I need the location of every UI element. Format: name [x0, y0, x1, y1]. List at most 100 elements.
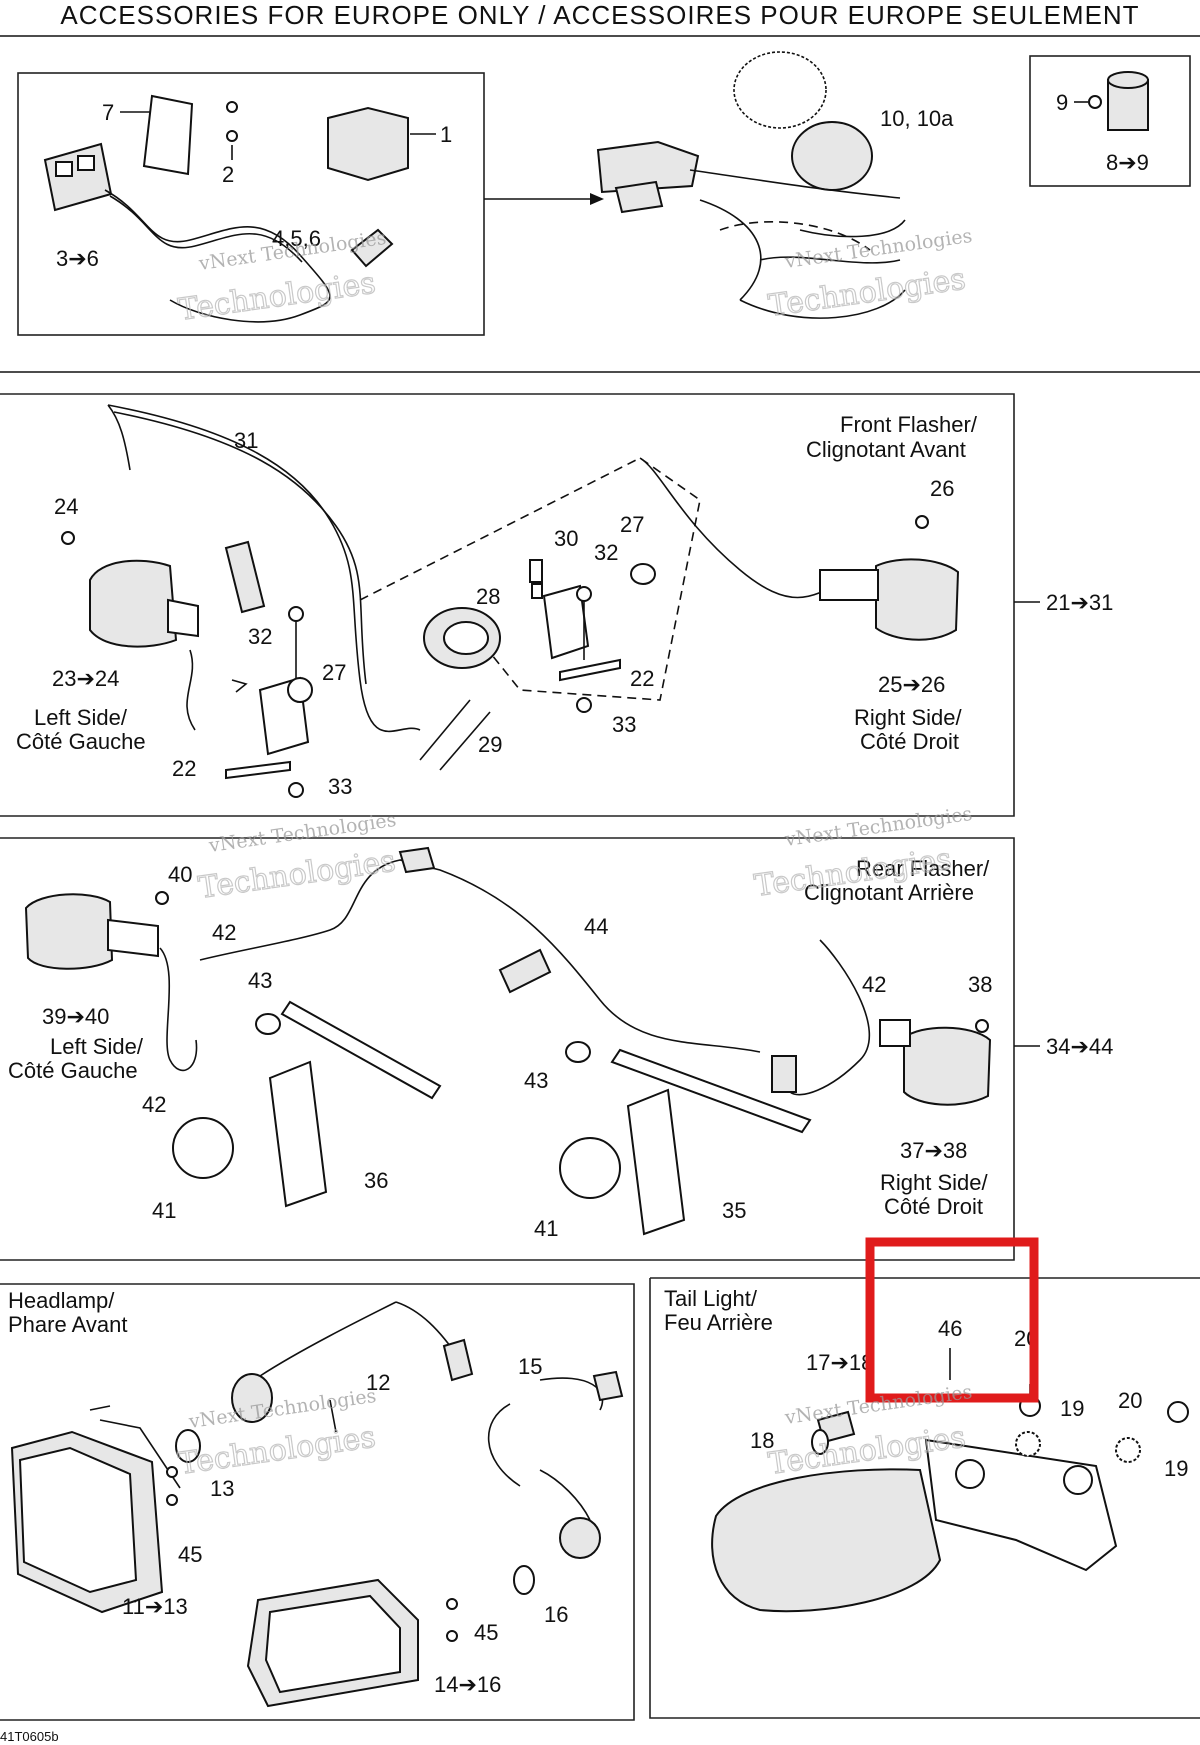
switch-connector	[350, 228, 394, 268]
tail-washer-20-b	[1115, 1437, 1141, 1463]
panel-box-tail-light	[649, 1277, 1200, 1719]
highlight-box	[865, 1237, 1039, 1403]
front-left-side-en: Left Side/	[34, 705, 128, 730]
callout-30: 30	[554, 526, 578, 551]
headlamp-socket	[231, 1373, 273, 1423]
callout-41-a: 41	[152, 1198, 176, 1223]
callout-31: 31	[234, 428, 258, 453]
right-rear-cap	[559, 1137, 621, 1199]
callout-22-left: 22	[172, 756, 196, 781]
left-front-flasher-lamp	[89, 559, 178, 648]
left-front-bulb	[61, 531, 75, 545]
panel-box-rear-flasher	[0, 837, 1015, 1261]
rear-left-side-fr: Côté Gauche	[8, 1058, 138, 1083]
front-harness-connector	[224, 540, 266, 614]
callout-43-b: 43	[524, 1068, 548, 1093]
callout-25-26: 25➔26	[878, 672, 945, 697]
callout-27-right: 27	[620, 512, 644, 537]
callout-3-6: 3➔6	[56, 246, 99, 271]
callout-19-b: 19	[1164, 1456, 1188, 1481]
switch-bracket	[142, 94, 194, 176]
callout-43-a: 43	[248, 968, 272, 993]
front-harness	[107, 404, 421, 733]
headlamp-title-en: Headlamp/	[8, 1288, 115, 1313]
rear-right-side-fr: Côté Droit	[884, 1194, 983, 1219]
tail-light-bracket-46	[924, 1438, 1118, 1572]
callout-17-18: 17➔18	[806, 1350, 873, 1375]
callout-14-16: 14➔16	[434, 1672, 501, 1697]
rear-harness-connector	[498, 948, 552, 994]
tail-washer-20-a	[1015, 1431, 1041, 1457]
callout-22-right: 22	[630, 666, 654, 691]
callout-36: 36	[364, 1168, 388, 1193]
front-right-side-en: Right Side/	[854, 705, 963, 730]
callout-10: 10, 10a	[880, 106, 954, 131]
tail-nut-19-b	[1167, 1401, 1189, 1423]
page-title: ACCESSORIES FOR EUROPE ONLY / ACCESSOIRE…	[60, 0, 1139, 30]
panel-box-relay	[17, 72, 485, 336]
callout-40: 40	[168, 862, 192, 887]
right-front-bulb	[915, 515, 929, 529]
cap-part	[791, 121, 873, 191]
callout-46: 46	[938, 1316, 962, 1341]
callout-39-40: 39➔40	[42, 1004, 109, 1029]
headlamp-bulb-13	[175, 1429, 201, 1463]
callout-35: 35	[722, 1198, 746, 1223]
right-front-bracket	[542, 584, 590, 660]
callout-11-13: 11➔13	[122, 1594, 188, 1619]
callout-15: 15	[518, 1354, 542, 1379]
callout-29: 29	[478, 732, 502, 757]
gasket-ring	[733, 51, 827, 129]
callout-24: 24	[54, 494, 78, 519]
callout-26: 26	[930, 476, 954, 501]
right-front-flasher-lamp	[875, 558, 960, 641]
relay-part	[327, 106, 409, 182]
tail-light-title-fr: Feu Arrière	[664, 1310, 773, 1335]
left-rear-bracket	[268, 1060, 328, 1208]
right-rear-bulb	[975, 1019, 989, 1033]
rear-left-side-en: Left Side/	[50, 1034, 144, 1059]
callout-38: 38	[968, 972, 992, 997]
callout-37-38: 37➔38	[900, 1138, 967, 1163]
callout-32-right: 32	[594, 540, 618, 565]
callout-42-a: 42	[212, 920, 236, 945]
callout-27-left: 27	[322, 660, 346, 685]
callout-19-a: 19	[1060, 1396, 1084, 1421]
front-flasher-title-en: Front Flasher/	[840, 412, 978, 437]
callout-20-b: 20	[1118, 1388, 1142, 1413]
left-rear-cap	[172, 1117, 234, 1179]
callout-41-b: 41	[534, 1216, 558, 1241]
rear-harness	[199, 859, 761, 1053]
callout-8-9: 8➔9	[1106, 150, 1149, 175]
callout-28: 28	[476, 584, 500, 609]
drawing-code: 41T0605b	[0, 1729, 59, 1744]
panel-headlamp	[0, 1283, 635, 1721]
callout-45-b: 45	[474, 1620, 498, 1645]
switch-harness	[104, 189, 331, 323]
front-flasher-range: 21➔31	[1046, 590, 1113, 615]
callout-42-c: 42	[862, 972, 886, 997]
switch-part	[43, 142, 113, 212]
rear-right-side-en: Right Side/	[880, 1170, 989, 1195]
callout-45-a: 45	[178, 1542, 202, 1567]
left-grommet	[287, 677, 313, 703]
watermark-1b: Technologies	[176, 266, 377, 328]
panel-rear-flasher	[0, 837, 1040, 1261]
rear-flasher-range: 34➔44	[1046, 1034, 1113, 1059]
rear-flasher-title-en: Rear Flasher/	[856, 856, 990, 881]
callout-1: 1	[440, 122, 452, 147]
callout-2: 2	[222, 162, 234, 187]
left-rear-bulb	[155, 891, 169, 905]
callout-44: 44	[584, 914, 608, 939]
tail-bulb-18	[811, 1429, 829, 1455]
rear-flasher-title-fr: Clignotant Arrière	[804, 880, 974, 905]
tail-light-title-en: Tail Light/	[664, 1286, 758, 1311]
panel-front-flasher	[0, 393, 1040, 817]
callout-33-right: 33	[612, 712, 636, 737]
front-left-side-fr: Côté Gauche	[16, 729, 146, 754]
callout-23-24: 23➔24	[52, 666, 119, 691]
right-rear-flasher-lamp	[903, 1026, 992, 1106]
callout-16: 16	[544, 1602, 568, 1627]
headlamp-title-fr: Phare Avant	[8, 1312, 127, 1337]
